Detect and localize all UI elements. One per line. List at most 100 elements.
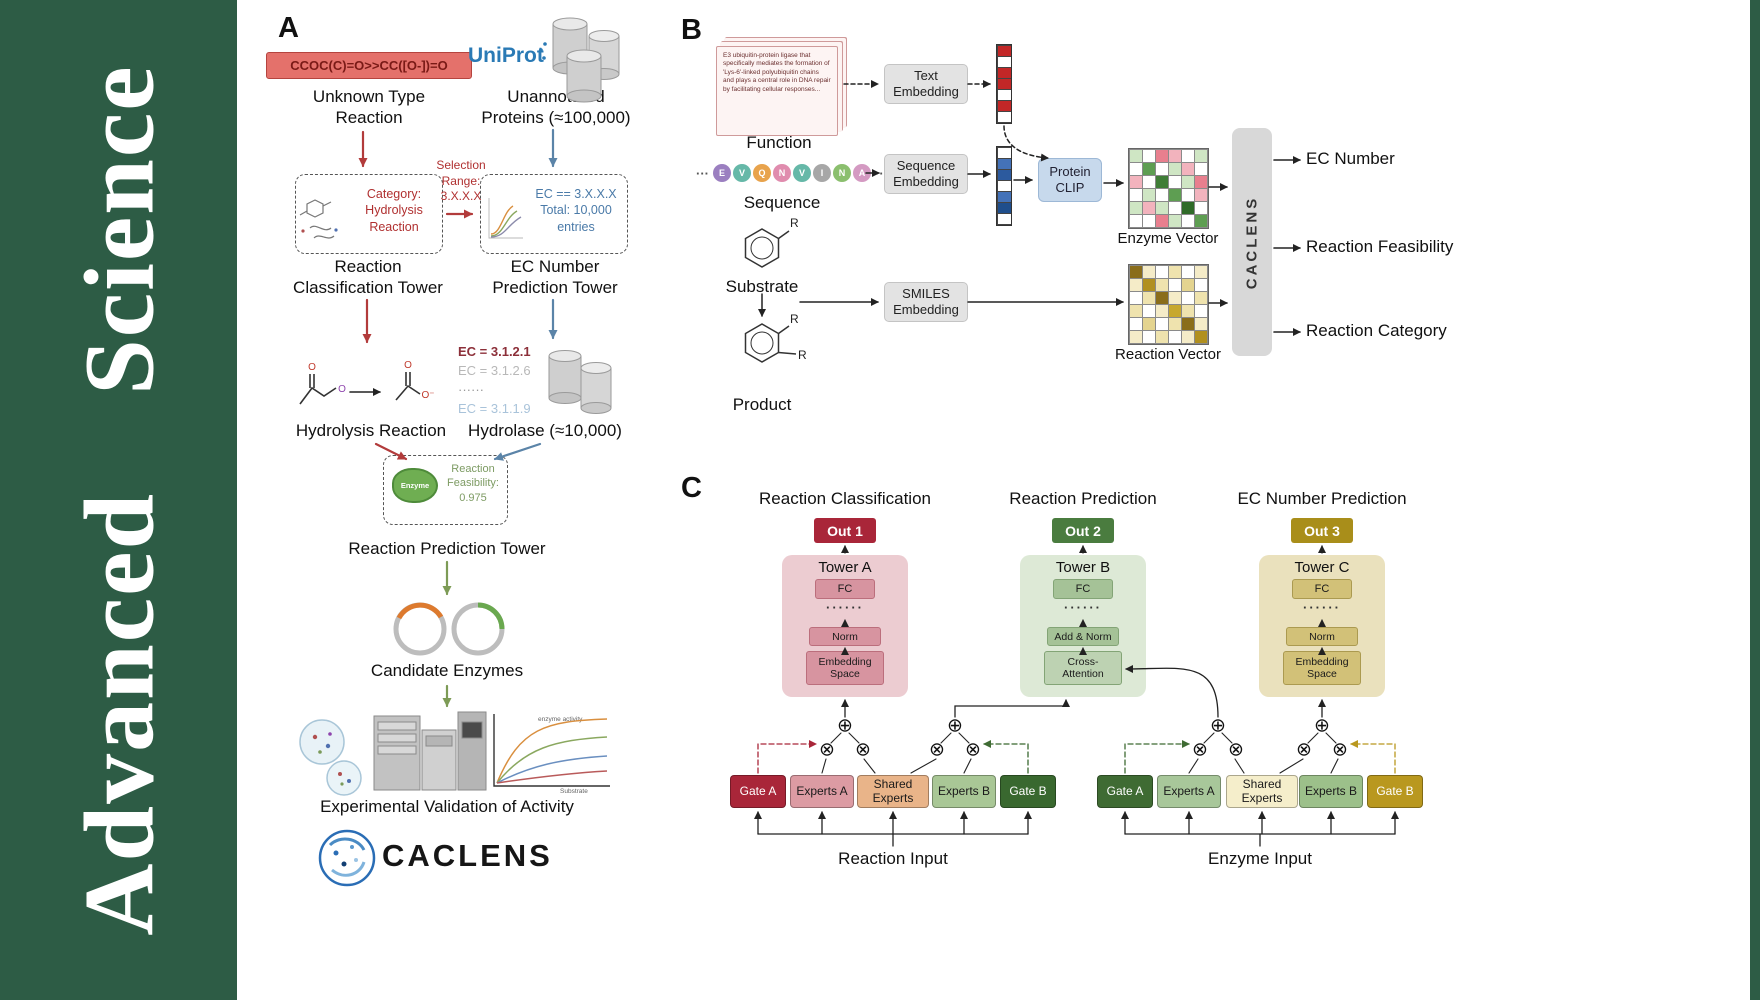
ec-number-list: EC = 3.1.2.1 EC = 3.1.2.6 ······ EC = 3.… xyxy=(458,342,531,418)
journal-name: Advanced Science xyxy=(63,64,174,936)
caclens-wordmark: CACLENS xyxy=(382,838,553,873)
sequence-token: V xyxy=(733,164,751,182)
ec-dashed-box xyxy=(480,174,628,254)
unannotated-proteins-label: Unannotated Proteins (≈100,000) xyxy=(481,87,631,128)
product-node: ⊗ xyxy=(819,739,835,761)
right-green-strip xyxy=(1750,0,1760,1000)
dots-layer: ······ xyxy=(1303,600,1341,615)
enzyme-vector-matrix xyxy=(1128,148,1209,229)
protein-clip-box: Protein CLIP xyxy=(1038,158,1102,202)
svg-text:O: O xyxy=(404,360,412,371)
gate-a-enzyme-box: Gate A xyxy=(1097,775,1153,808)
sum-node: ⊕ xyxy=(837,715,853,737)
hplc-instrument-icon xyxy=(373,711,487,791)
column-title-ec-number-prediction: EC Number Prediction xyxy=(1237,489,1407,508)
sum-node: ⊕ xyxy=(1210,715,1226,737)
ec-item: EC = 3.1.2.6 xyxy=(458,363,531,378)
sequence-token: N xyxy=(773,164,791,182)
sequence-token: Q xyxy=(753,164,771,182)
category-dashed-box xyxy=(295,174,443,254)
product-node: ⊗ xyxy=(1332,739,1348,761)
line-sum-to-tower-b xyxy=(954,699,1070,718)
unknown-reaction-label: Unknown Type Reaction xyxy=(312,87,426,128)
product-node: ⊗ xyxy=(855,739,871,761)
gate-b-enzyme-box: Gate B xyxy=(1367,775,1423,808)
benzene-product-icon xyxy=(744,323,797,363)
output-reaction-category: Reaction Category xyxy=(1306,321,1447,340)
experts-b-reaction-box: Experts B xyxy=(932,775,996,808)
caclens-fusion-box: CACLENS xyxy=(1232,128,1272,356)
ec-item: EC = 3.1.1.9 xyxy=(458,401,531,416)
plot-xlabel: Substrate xyxy=(560,788,588,795)
plasmid-icon xyxy=(393,602,505,656)
substrate-r-label: R xyxy=(790,216,799,230)
product-node: ⊗ xyxy=(1296,739,1312,761)
fc-layer: FC xyxy=(815,579,875,599)
validation-label: Experimental Validation of Activity xyxy=(320,797,574,816)
ec-item-ellipsis: ······ xyxy=(458,382,484,397)
sequence-token: N xyxy=(833,164,851,182)
norm-layer: Norm xyxy=(1286,627,1358,646)
panel-b-label: B xyxy=(681,14,702,46)
dashed-gate-a-reaction xyxy=(757,740,817,774)
tower-b-title: Tower B xyxy=(1055,559,1111,576)
experts-a-enzyme-box: Experts A xyxy=(1157,775,1221,808)
out2-box: Out 2 xyxy=(1052,518,1114,543)
candidate-enzymes-label: Candidate Enzymes xyxy=(370,661,524,680)
sequence-token: V xyxy=(793,164,811,182)
prediction-tower-label: Reaction Prediction Tower xyxy=(348,539,546,558)
fc-layer: FC xyxy=(1053,579,1113,599)
column-title-reaction-prediction: Reaction Prediction xyxy=(1009,489,1157,508)
embedding-space-layer: Embedding Space xyxy=(1283,651,1361,685)
product-node: ⊗ xyxy=(1192,739,1208,761)
enzyme-input-label: Enzyme Input xyxy=(1208,849,1312,868)
sequence-token: A xyxy=(853,164,871,182)
gate-a-reaction-box: Gate A xyxy=(730,775,786,808)
fc-layer: FC xyxy=(1292,579,1352,599)
add-norm-layer: Add & Norm xyxy=(1047,627,1119,646)
substrate-label: Substrate xyxy=(725,277,799,296)
caclens-logo-icon xyxy=(318,829,376,887)
sequence-token: E xyxy=(713,164,731,182)
sequence-label: Sequence xyxy=(743,193,821,212)
reactant-structure-icon: O O xyxy=(299,362,346,405)
ec-box-text: EC == 3.X.X.X Total: 10,000 entries xyxy=(535,187,617,234)
classification-tower-label: Reaction Classification Tower xyxy=(293,257,443,298)
tower-a-panel: Tower A FC ······ Norm Embedding Space xyxy=(782,555,908,697)
svg-text:O⁻: O⁻ xyxy=(421,390,434,401)
activity-plot xyxy=(493,714,610,787)
experts-b-enzyme-box: Experts B xyxy=(1299,775,1363,808)
hydrolase-label: Hydrolase (≈10,000) xyxy=(468,421,622,440)
text-embedding-vector xyxy=(996,44,1012,124)
gate-b-reaction-box: Gate B xyxy=(1000,775,1056,808)
sequence-embedding-box: Sequence Embedding xyxy=(884,154,968,194)
dashed-gate-b-reaction xyxy=(983,740,1029,774)
tower-a-title: Tower A xyxy=(818,559,872,576)
product-label: Product xyxy=(732,395,792,414)
experts-a-reaction-box: Experts A xyxy=(790,775,854,808)
panel-b-arrows xyxy=(758,80,1301,336)
product-r2-label: R xyxy=(798,348,807,362)
product-structure-icon: O O⁻ xyxy=(395,360,435,401)
smiles-embedding-box: SMILES Embedding xyxy=(884,282,968,322)
shared-experts-reaction-box: Shared Experts xyxy=(857,775,929,808)
sequence-token: I xyxy=(813,164,831,182)
sum-node: ⊕ xyxy=(947,715,963,737)
function-label: Function xyxy=(746,133,812,152)
sum-node: ⊕ xyxy=(1314,715,1330,737)
ec-tower-label: EC Number Prediction Tower xyxy=(492,257,618,298)
product-node: ⊗ xyxy=(1228,739,1244,761)
column-title-reaction-classification: Reaction Classification xyxy=(759,489,931,508)
tower-c-title: Tower C xyxy=(1294,559,1350,576)
reaction-input-label: Reaction Input xyxy=(838,849,948,868)
embedding-space-layer: Embedding Space xyxy=(806,651,884,685)
svg-text:O: O xyxy=(338,384,346,395)
hydrolysis-reaction-label: Hydrolysis Reaction xyxy=(295,421,447,440)
reaction-vector-matrix xyxy=(1128,264,1209,345)
feasibility-dashed-box xyxy=(383,455,508,525)
output-reaction-feasibility: Reaction Feasibility xyxy=(1306,237,1454,256)
sequence-embedding-vector xyxy=(996,146,1012,226)
product-node: ⊗ xyxy=(929,739,945,761)
enzyme-vector-label: Enzyme Vector xyxy=(1117,230,1219,247)
